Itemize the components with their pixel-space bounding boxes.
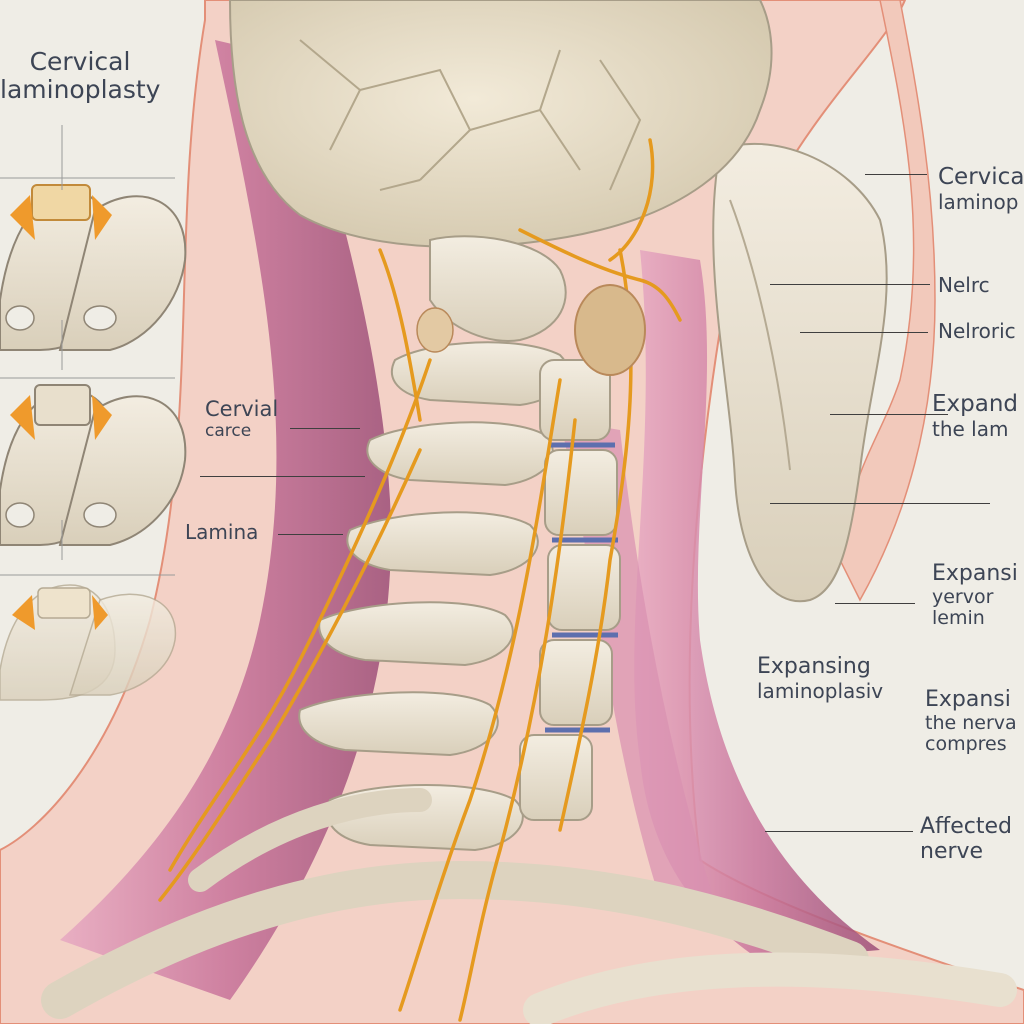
label-cervical-carce: Cervial carce: [205, 397, 279, 441]
label-expansi-nerve: Expansi the nerva compres: [925, 687, 1017, 755]
leader-cervical-carce-2: [200, 476, 365, 477]
label-expansi-vervor: Expansi yervor lemin: [932, 561, 1018, 629]
leader-cervical-carce: [290, 428, 360, 429]
label-nelrc: Nelrc: [938, 273, 990, 297]
label-affected-nerve: Affected nerve: [920, 814, 1012, 864]
leader-expand-lamina: [830, 414, 948, 415]
leader-affected-nerve: [765, 831, 913, 832]
leader-nelroric: [800, 332, 928, 333]
label-cervical-laminoplasty-title: Cervical laminoplasty: [0, 47, 161, 104]
leader-expand-lamina-2: [770, 503, 990, 504]
mandible: [712, 142, 888, 603]
inset-vertebra-1: [0, 184, 187, 351]
label-expansing-laminoplasty: Expansing laminoplasiv: [757, 654, 884, 703]
inset-vertebra-2: [0, 384, 187, 546]
cervical-vertebrae: [298, 235, 621, 852]
label-nelroric: Nelroric: [938, 319, 1016, 343]
inset-vertebra-3: [0, 584, 177, 701]
leader-lamina: [278, 534, 343, 535]
inset-separators: [0, 125, 175, 576]
leader-nelrc: [770, 284, 930, 285]
leader-expansi-vervor: [835, 603, 915, 604]
label-lamina: Lamina: [185, 520, 259, 544]
skull: [228, 0, 773, 248]
label-right-top-cervical: Cervical laminop: [938, 164, 1024, 214]
ribs-and-clavicle: [41, 788, 1017, 1024]
leader-right-top: [865, 174, 927, 175]
label-expand-lamina: Expand the lam: [932, 391, 1019, 441]
nerve-ganglion: [416, 284, 646, 376]
